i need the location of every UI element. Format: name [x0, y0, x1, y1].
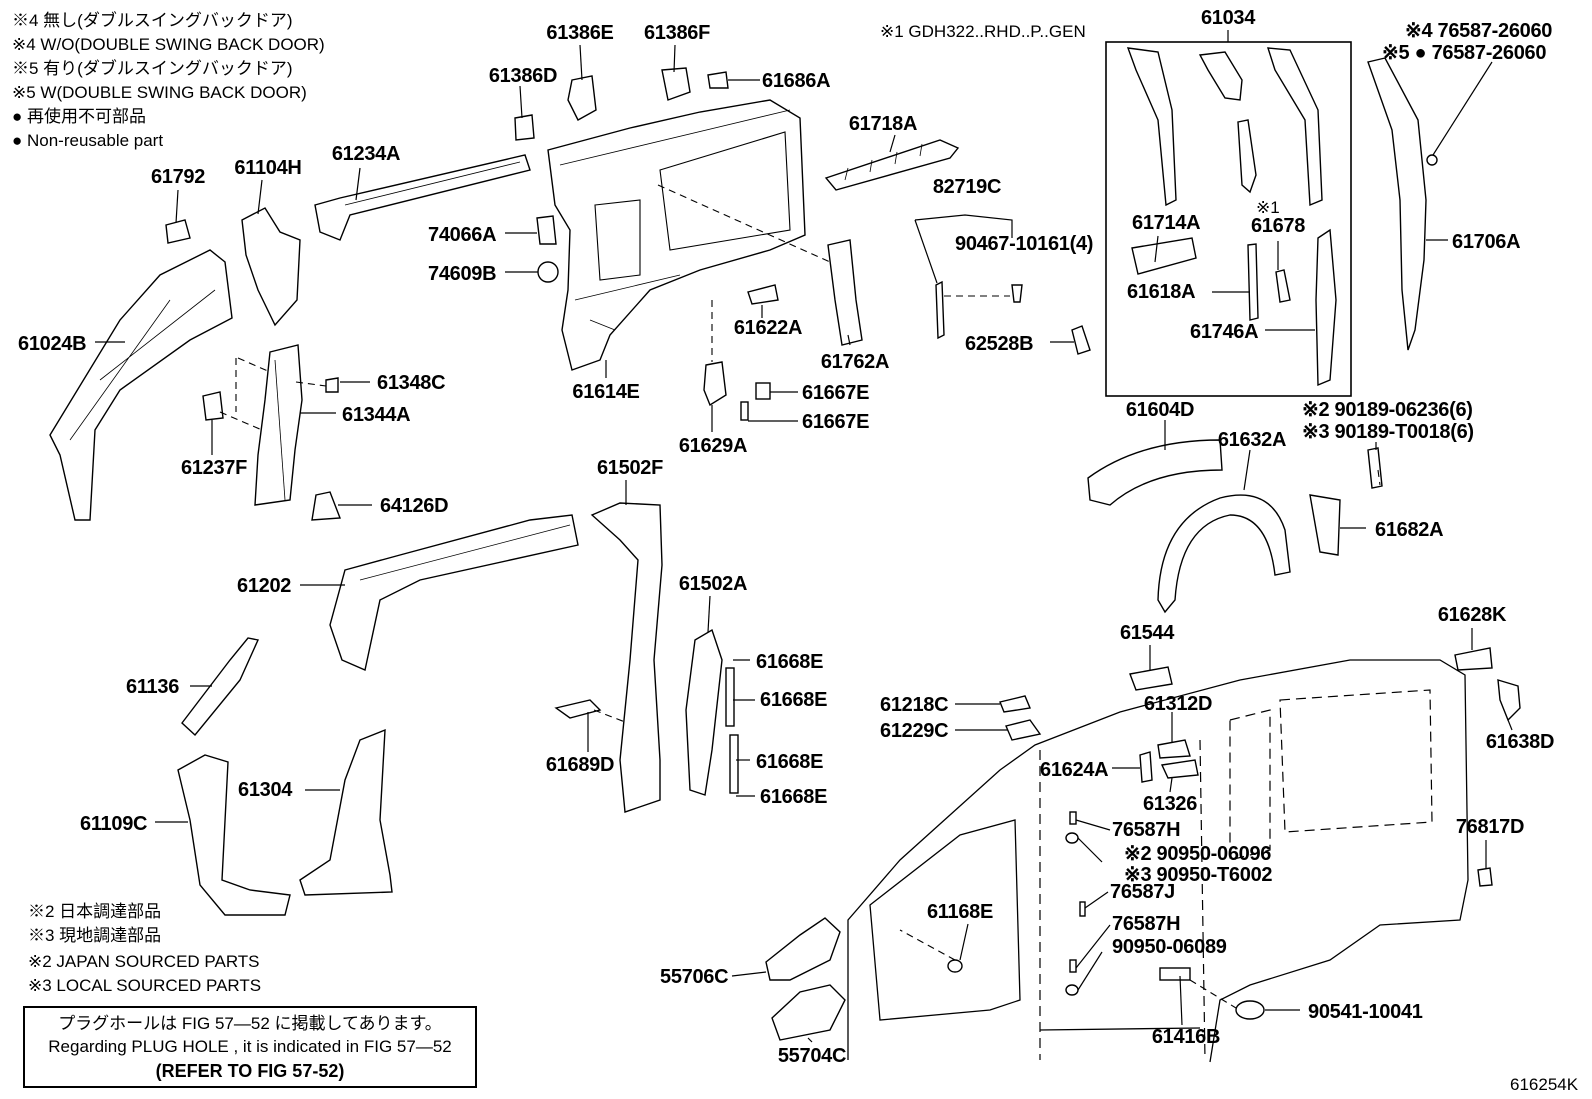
part-label[interactable]: ※3 90950-T6002	[1124, 864, 1273, 886]
part-label[interactable]: 61632A	[1218, 429, 1287, 451]
part-label[interactable]: 61136	[126, 676, 179, 698]
legend-line: ※5 有り(ダブルスイングバックドア)	[12, 58, 293, 78]
refer-note-box: プラグホールは FIG 57—52 に掲載してあります。 Regarding P…	[23, 1006, 477, 1088]
part-label[interactable]: 61682A	[1375, 519, 1444, 541]
part-label[interactable]: 61544	[1120, 622, 1176, 644]
part-label[interactable]: 61502A	[679, 573, 748, 595]
figure-code: 616254K	[1510, 1075, 1579, 1094]
part-label[interactable]: 62528B	[965, 333, 1034, 355]
part-label[interactable]: 61312D	[1144, 693, 1213, 715]
part-label[interactable]: 61202	[237, 575, 292, 597]
part-label[interactable]: 82719C	[933, 176, 1002, 198]
note-line-refer: (REFER TO FIG 57-52)	[156, 1061, 345, 1081]
part-label: ※1	[1256, 198, 1280, 217]
part-label[interactable]: 61668E	[760, 689, 827, 711]
part-label[interactable]: 90541-10041	[1308, 1001, 1423, 1023]
part-label[interactable]: 61668E	[760, 786, 827, 808]
legend-bottom: ※2 日本調達部品 ※3 現地調達部品 ※2 JAPAN SOURCED PAR…	[28, 902, 261, 995]
part-labels: 61386E 61386F 61386D 61686A 61792 61104H…	[18, 20, 1554, 1067]
part-label[interactable]: 61326	[1143, 793, 1198, 815]
part-label[interactable]: 90950-06089	[1112, 936, 1227, 958]
part-label[interactable]: 61234A	[332, 143, 401, 165]
part-label[interactable]: ※2 90189-06236(6)	[1302, 399, 1473, 421]
legend-line: ● 再使用不可部品	[12, 106, 146, 126]
leader-lines	[95, 44, 1513, 1043]
part-label[interactable]: 61386D	[489, 65, 558, 87]
part-label[interactable]: 61344A	[342, 404, 411, 426]
part-label[interactable]: 61618A	[1127, 281, 1196, 303]
group-label: 61034	[1201, 7, 1256, 29]
part-label[interactable]: 61714A	[1132, 212, 1201, 234]
part-label[interactable]: 61024B	[18, 333, 87, 355]
part-label[interactable]: 61638D	[1486, 731, 1555, 753]
part-label[interactable]: 61416B	[1152, 1026, 1221, 1048]
note-line-en: Regarding PLUG HOLE , it is indicated in…	[48, 1037, 451, 1056]
part-label[interactable]: 61667E	[802, 382, 869, 404]
part-label[interactable]: 74609B	[428, 263, 497, 285]
part-label[interactable]: 61668E	[756, 651, 823, 673]
part-label[interactable]: 61678	[1251, 215, 1306, 237]
legend-line: ※5 W(DOUBLE SWING BACK DOOR)	[12, 83, 307, 102]
part-label[interactable]: 55704C	[778, 1045, 847, 1067]
part-label[interactable]: 61348C	[377, 372, 446, 394]
part-label[interactable]: 61686A	[762, 70, 831, 92]
legend-line: ※3 LOCAL SOURCED PARTS	[28, 976, 261, 995]
legend-top: ※4 無し(ダブルスイングバックドア) ※4 W/O(DOUBLE SWING …	[12, 10, 325, 150]
part-label[interactable]: 76587H	[1112, 819, 1181, 841]
part-label[interactable]: 61386E	[546, 22, 613, 44]
part-label[interactable]: 61746A	[1190, 321, 1259, 343]
part-label[interactable]: 61218C	[880, 694, 949, 716]
part-label[interactable]: 61689D	[546, 754, 615, 776]
part-label[interactable]: 61628K	[1438, 604, 1507, 626]
part-label[interactable]: ※2 90950-06096	[1124, 843, 1272, 865]
legend-line: ● Non-reusable part	[12, 131, 163, 150]
part-label[interactable]: ※5 ● 76587-26060	[1382, 42, 1547, 64]
part-label[interactable]: 61762A	[821, 351, 890, 373]
part-label[interactable]: 76817D	[1456, 816, 1525, 838]
part-label[interactable]: 61229C	[880, 720, 949, 742]
part-label[interactable]: 61629A	[679, 435, 748, 457]
part-label[interactable]: 76587H	[1112, 913, 1181, 935]
part-shapes	[49, 47, 1521, 1063]
group-box-61034: 61034	[1105, 7, 1352, 397]
legend-line: ※4 無し(ダブルスイングバックドア)	[12, 10, 293, 30]
part-label[interactable]: 61667E	[802, 411, 869, 433]
part-label[interactable]: 61109C	[80, 813, 147, 835]
part-label[interactable]: 61502F	[597, 457, 663, 479]
part-label[interactable]: 61237F	[181, 457, 247, 479]
part-label[interactable]: 61104H	[234, 157, 301, 179]
part-label[interactable]: 61304	[238, 779, 294, 801]
part-label[interactable]: 61706A	[1452, 231, 1521, 253]
part-label[interactable]: 61614E	[572, 381, 639, 403]
part-label[interactable]: ※4 76587-26060	[1405, 20, 1553, 42]
part-label[interactable]: 55706C	[660, 966, 729, 988]
note-line-jp: プラグホールは FIG 57—52 に掲載してあります。	[58, 1014, 442, 1033]
part-label[interactable]: 76587J	[1110, 881, 1175, 903]
legend-line: ※4 W/O(DOUBLE SWING BACK DOOR)	[12, 35, 325, 54]
part-label[interactable]: 61168E	[927, 901, 993, 923]
part-label[interactable]: 90467-10161(4)	[955, 233, 1093, 255]
part-label[interactable]: 61622A	[734, 317, 803, 339]
part-label[interactable]: 61624A	[1040, 759, 1109, 781]
part-label[interactable]: 61718A	[849, 113, 918, 135]
part-label[interactable]: 61604D	[1126, 399, 1195, 421]
legend-line: ※3 現地調達部品	[28, 926, 161, 945]
legend-line: ※2 日本調達部品	[28, 902, 161, 921]
part-label[interactable]: 61386F	[644, 22, 710, 44]
part-label[interactable]: 74066A	[428, 224, 497, 246]
model-note: ※1 GDH322..RHD..P..GEN	[880, 22, 1086, 41]
part-label[interactable]: 61668E	[756, 751, 823, 773]
part-label[interactable]: 61792	[151, 166, 206, 188]
part-label[interactable]: 64126D	[380, 495, 449, 517]
legend-line: ※2 JAPAN SOURCED PARTS	[28, 952, 260, 971]
part-label[interactable]: ※3 90189-T0018(6)	[1302, 421, 1474, 443]
